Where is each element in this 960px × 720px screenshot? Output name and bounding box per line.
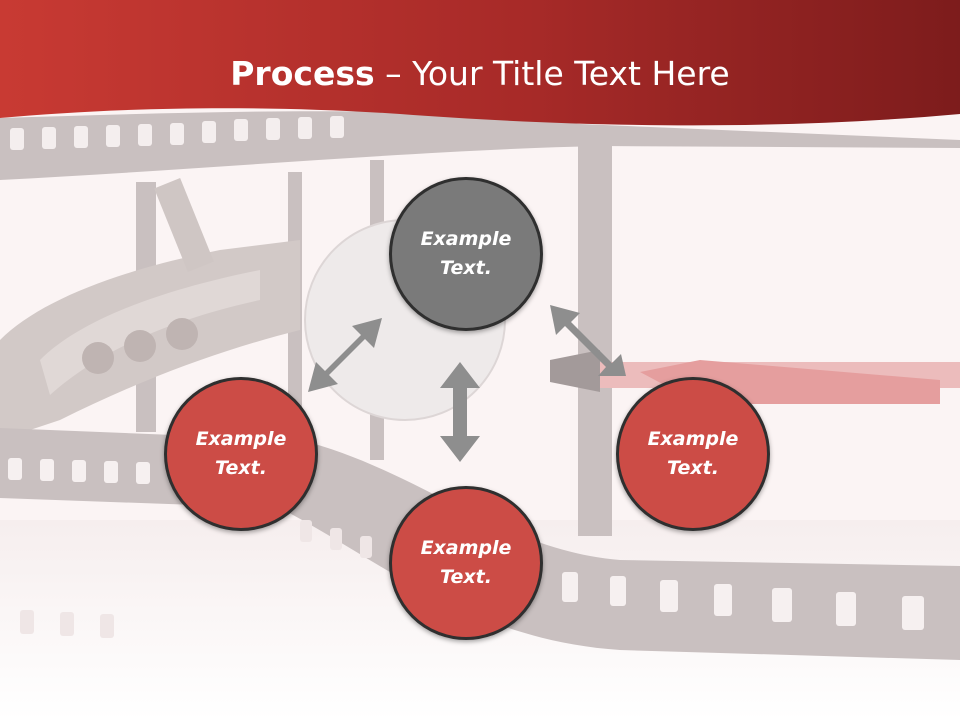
node-bottom: Example Text. (389, 486, 543, 640)
arrow-vertical (440, 362, 480, 462)
node-left: Example Text. (164, 377, 318, 531)
title-rest: Your Title Text Here (412, 54, 730, 93)
arrow-top-right (550, 305, 626, 376)
node-left-label: Example Text. (195, 428, 287, 479)
node-top: Example Text. (389, 177, 543, 331)
slide-title: Process – Your Title Text Here (0, 52, 960, 96)
title-bold: Process (230, 54, 375, 93)
arrow-top-left (308, 318, 382, 392)
node-right-label: Example Text. (647, 428, 739, 479)
node-right: Example Text. (616, 377, 770, 531)
node-top-label: Example Text. (420, 228, 512, 279)
title-dash: – (374, 54, 413, 93)
node-bottom-label: Example Text. (420, 537, 512, 588)
